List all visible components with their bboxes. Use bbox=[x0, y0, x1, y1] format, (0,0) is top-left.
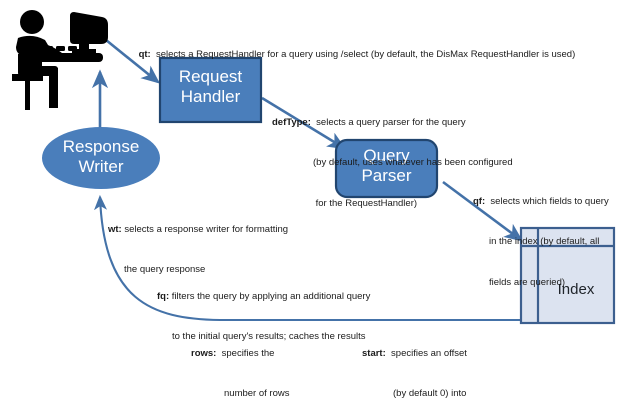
annotation-wt-line2: the query response bbox=[124, 264, 206, 276]
annotation-wt-key: wt: bbox=[108, 223, 122, 235]
annotation-start-line1: specifies an offset bbox=[391, 347, 467, 359]
annotation-fq-row1: fq: filters the query by applying an add… bbox=[157, 290, 370, 303]
annotation-start-line2: (by default 0) into bbox=[393, 388, 467, 400]
annotation-deftype: defType: selects a query parser for the … bbox=[272, 89, 513, 237]
annotation-qf-row1: qf: selects which fields to query bbox=[473, 195, 609, 208]
annotation-qf-key: qf: bbox=[473, 195, 486, 207]
person-at-computer-icon bbox=[12, 10, 108, 110]
annotation-deftype-line2: (by default, uses whatever has been conf… bbox=[313, 157, 513, 169]
node-request-handler[interactable] bbox=[158, 56, 263, 124]
arrow-request-handler-to-query-parser bbox=[261, 96, 347, 150]
annotation-qf-line1: selects which fields to query bbox=[490, 195, 609, 207]
annotation-fq: fq: filters the query by applying an add… bbox=[157, 263, 370, 371]
annotation-qf: qf: selects which fields to query in the… bbox=[473, 168, 609, 316]
annotation-qf-line2: in the index (by default, all bbox=[489, 236, 600, 248]
annotation-wt-line1: selects a response writer for formatting bbox=[124, 223, 289, 235]
annotation-rows-key: rows: bbox=[191, 347, 217, 359]
node-response-writer[interactable] bbox=[42, 127, 160, 189]
annotation-fq-key: fq: bbox=[157, 290, 170, 302]
annotation-rows-line2: number of rows bbox=[224, 388, 290, 400]
node-query-parser[interactable] bbox=[334, 138, 439, 199]
annotation-deftype-key: defType: bbox=[272, 116, 311, 128]
annotation-qt-key: qt: bbox=[138, 49, 151, 61]
annotation-wt-row1: wt: selects a response writer for format… bbox=[108, 223, 288, 236]
annotation-deftype-row1: defType: selects a query parser for the … bbox=[272, 116, 513, 129]
annotation-deftype-line3: for the RequestHandler) bbox=[313, 197, 418, 209]
arrow-user-to-request-handler bbox=[105, 38, 161, 84]
annotation-qt-line1: selects a RequestHandler for a query usi… bbox=[155, 49, 576, 61]
annotation-fq-line2: to the initial query's results; caches t… bbox=[172, 331, 366, 343]
annotation-wt: wt: selects a response writer for format… bbox=[108, 196, 288, 304]
annotation-rows-line1: specifies the bbox=[221, 347, 275, 359]
annotation-rows-row1: rows: specifies the bbox=[191, 347, 289, 360]
annotation-start: start: specifies an offset (by default 0… bbox=[362, 320, 492, 401]
annotation-fq-line1: filters the query by applying an additio… bbox=[171, 290, 371, 302]
annotation-start-row1: start: specifies an offset bbox=[362, 347, 492, 360]
annotation-qf-line3: fields are queried) bbox=[489, 276, 566, 288]
annotation-qt: qt: selects a RequestHandler for a query… bbox=[128, 35, 576, 75]
annotation-rows: rows: specifies the number of rows to be… bbox=[191, 320, 289, 401]
arrow-query-parser-to-index bbox=[442, 180, 524, 242]
arrow-index-to-response-writer bbox=[94, 194, 520, 322]
annotation-start-key: start: bbox=[362, 347, 386, 359]
annotation-deftype-line1: selects a query parser for the query bbox=[316, 116, 466, 128]
node-index[interactable] bbox=[519, 226, 616, 325]
